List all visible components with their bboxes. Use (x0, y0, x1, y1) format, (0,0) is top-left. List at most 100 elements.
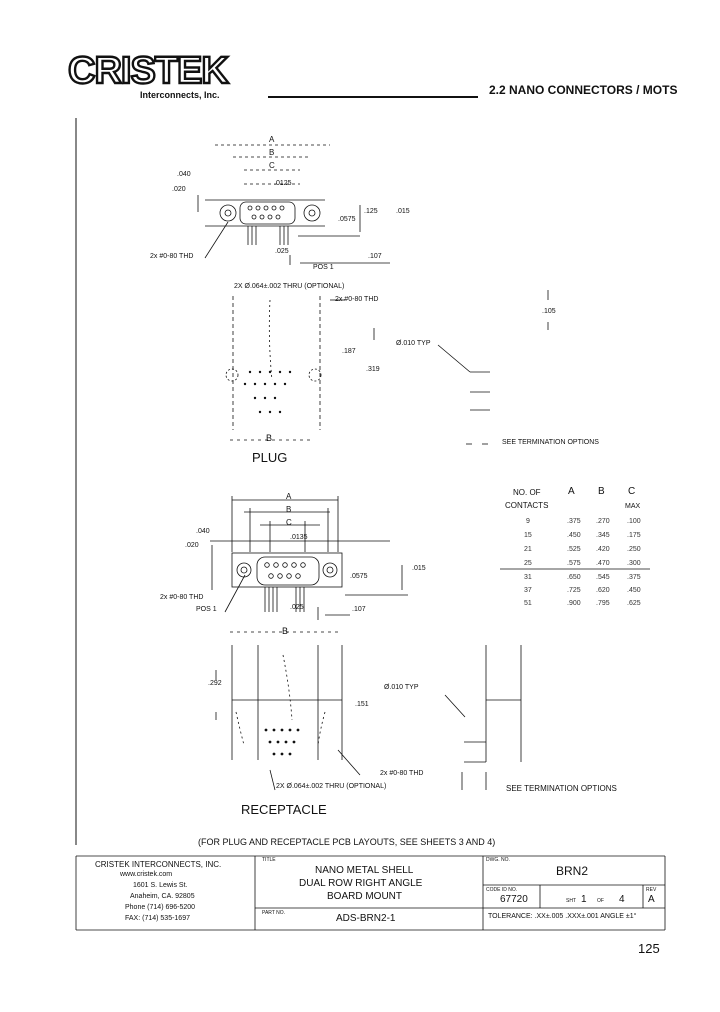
rec-dim-292: .292 (208, 680, 222, 687)
table-cell: .175 (627, 532, 641, 539)
table-cell: .545 (596, 574, 610, 581)
plug-bottom-b: B (266, 433, 273, 443)
company-name: CRISTEK INTERCONNECTS, INC. (95, 860, 222, 869)
plug-label: PLUG (252, 450, 288, 465)
plug-dim-187: .187 (342, 348, 356, 355)
rec-dim-107: .107 (352, 606, 366, 613)
plug-pos1: POS 1 (313, 264, 334, 271)
partno-label: PART NO. (262, 910, 286, 916)
rev-label: REV (646, 887, 657, 893)
table-cell: 31 (524, 574, 532, 581)
title-label: TITLE (262, 857, 276, 863)
plug-dim-c: C (269, 161, 275, 170)
rec-termination-note: SEE TERMINATION OPTIONS (506, 784, 617, 793)
plug-dim-a: A (269, 135, 275, 144)
table-cell: .525 (567, 546, 581, 553)
table-cell: .900 (567, 600, 581, 607)
brand-logo: CRISTEK (67, 49, 230, 93)
table-cell: .300 (627, 560, 641, 567)
table-cell: 21 (524, 546, 532, 553)
plug-dim-107: .107 (368, 253, 382, 260)
company-address-1: 1601 S. Lewis St. (133, 882, 188, 889)
plug-thru-note: 2X Ø.064±.002 THRU (OPTIONAL) (234, 283, 345, 290)
tolerance: TOLERANCE: .XX±.005 .XXX±.001 ANGLE ±1° (488, 913, 637, 920)
plug-dim-125: .125 (364, 208, 378, 215)
rec-dim-040: .040 (196, 528, 210, 535)
table-cell: 15 (524, 532, 532, 539)
receptacle-side-view (215, 631, 522, 791)
table-cell: .270 (596, 518, 610, 525)
table-cell: .470 (596, 560, 610, 567)
table-cell: .450 (567, 532, 581, 539)
code-label: CODE ID NO. (486, 887, 518, 893)
table-header-contacts: NO. OF (513, 488, 541, 497)
table-cell: .375 (627, 574, 641, 581)
table-cell: .575 (567, 560, 581, 567)
rec-thru-note: 2X Ø.064±.002 THRU (OPTIONAL) (276, 783, 387, 790)
table-cell: .620 (596, 587, 610, 594)
plug-dim-105: .105 (542, 308, 556, 315)
rec-dim-c: C (286, 518, 292, 527)
pcb-layout-note: (FOR PLUG AND RECEPTACLE PCB LAYOUTS, SE… (198, 837, 496, 847)
total-sheets: 4 (619, 894, 625, 905)
drawing-number: BRN2 (556, 864, 589, 878)
rec-dia-note: Ø.010 TYP (384, 684, 419, 691)
rec-dim-0575: .0575 (350, 573, 368, 580)
section-title: 2.2 NANO CONNECTORS / MOTS (489, 83, 678, 97)
plug-dim-0575: .0575 (338, 216, 356, 223)
title-line-1: NANO METAL SHELL (315, 865, 414, 876)
table-cell: 9 (526, 518, 530, 525)
table-cell: .375 (567, 518, 581, 525)
table-cell: .795 (596, 600, 610, 607)
sheet-label: SHT (566, 898, 576, 904)
part-number: ADS-BRN2-1 (336, 913, 396, 924)
brand-subtitle: Interconnects, Inc. (140, 90, 220, 100)
plug-dim-b: B (269, 148, 275, 157)
rec-thread-note-2: 2x #0-80 THD (380, 770, 424, 777)
title-line-3: BOARD MOUNT (327, 891, 402, 902)
plug-top-view (197, 144, 390, 265)
table-cell: .650 (567, 574, 581, 581)
code-id: 67720 (500, 894, 528, 905)
table-cell: .100 (627, 518, 641, 525)
revision: A (648, 894, 655, 905)
company-web: www.cristek.com (120, 871, 173, 878)
plug-side-view (225, 290, 549, 445)
rec-bottom-b: B (282, 626, 289, 636)
plug-dia-note: Ø.010 TYP (396, 340, 431, 347)
rec-pos1: POS 1 (196, 606, 217, 613)
plug-dim-020: .020 (172, 186, 186, 193)
plug-thread-note: 2x #0-80 THD (150, 253, 194, 260)
table-cell: .345 (596, 532, 610, 539)
rec-dim-a: A (286, 492, 292, 501)
table-cell: 37 (524, 587, 532, 594)
table-cell: 51 (524, 600, 532, 607)
table-cell: .420 (596, 546, 610, 553)
rec-dim-015: .015 (412, 565, 426, 572)
dwg-label: DWG. NO. (486, 857, 510, 863)
rec-dim-151: .151 (355, 701, 369, 708)
table-cell: .625 (627, 600, 641, 607)
receptacle-top-view (210, 496, 408, 620)
plug-thread-note-2: 2x #0-80 THD (335, 296, 379, 303)
table-header-a: A (568, 486, 575, 497)
table-cell: .450 (627, 587, 641, 594)
plug-dim-0125: .0125 (274, 180, 292, 187)
table-header-contacts-2: CONTACTS (505, 501, 549, 510)
company-address-2: Anaheim, CA. 92805 (130, 893, 195, 900)
rec-label: RECEPTACLE (241, 802, 327, 817)
table-header-c: C (628, 486, 636, 497)
table-header-max: MAX (625, 503, 641, 510)
page-number: 125 (638, 941, 660, 956)
rec-dim-b: B (286, 505, 292, 514)
title-block-lines (75, 855, 666, 931)
plug-dim-015: .015 (396, 208, 410, 215)
rec-dim-025: .025 (290, 604, 304, 611)
sheet-number: 1 (581, 894, 587, 905)
rec-dim-020: .020 (185, 542, 199, 549)
rec-dim-0135: .0135 (290, 534, 308, 541)
of-label: OF (597, 898, 604, 904)
company-phone: Phone (714) 696-5200 (125, 904, 196, 911)
plug-dim-319: .319 (366, 366, 380, 373)
